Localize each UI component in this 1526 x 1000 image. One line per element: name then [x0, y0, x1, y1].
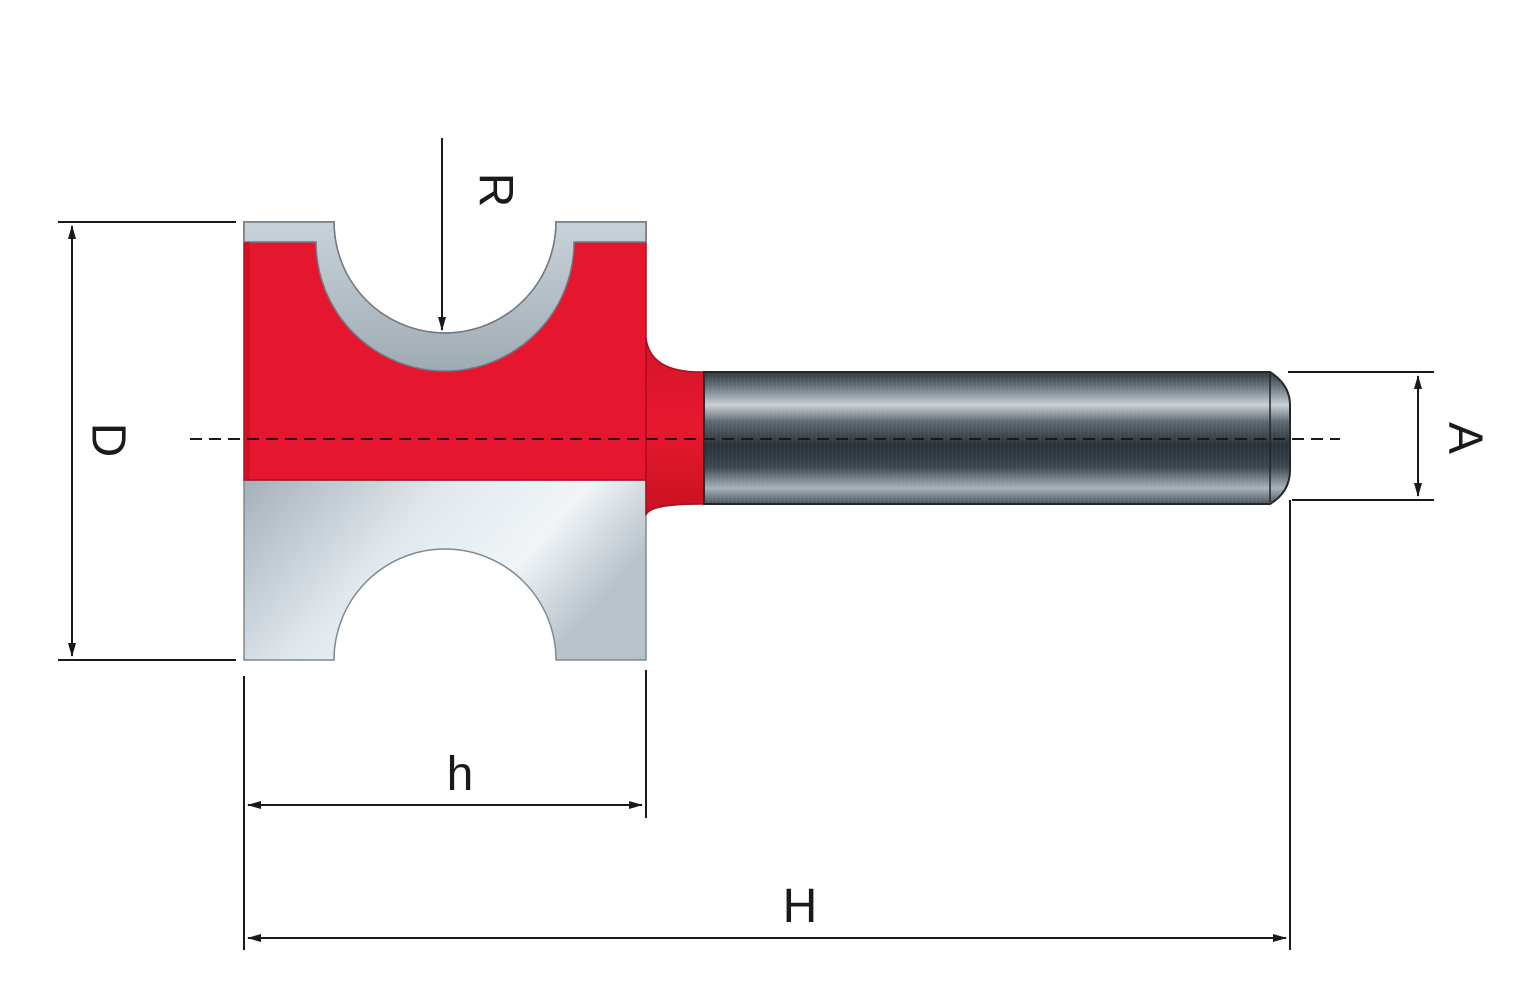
dimension-r: R	[438, 138, 521, 331]
dimension-h-small: h	[243, 670, 647, 950]
dimension-h-label: h	[447, 748, 474, 801]
dimension-htotal-label: H	[783, 880, 818, 933]
dimension-r-label: R	[468, 173, 521, 208]
dimension-d: D	[58, 221, 236, 661]
cutter-head	[243, 221, 647, 661]
dimension-a: A	[1288, 371, 1491, 501]
cutter-red-shade	[244, 242, 250, 480]
cutter-neck	[645, 337, 707, 516]
dimension-h-total: H	[247, 500, 1291, 950]
dimension-d-label: D	[81, 423, 134, 458]
dimension-a-label: A	[1438, 422, 1491, 454]
cutting-edge-lip	[243, 221, 647, 372]
cutter-lower-steel	[243, 479, 647, 661]
